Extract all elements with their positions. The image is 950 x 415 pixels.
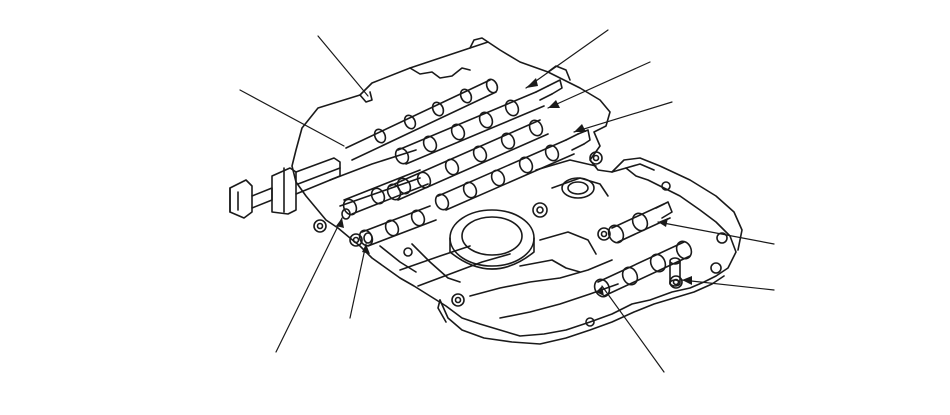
spool-valve-4 [342,169,429,216]
leader-line-6 [657,221,775,245]
callout-leaders [239,29,775,373]
leader-line-2 [239,89,345,147]
leader-line-10 [349,243,367,319]
leader-line-7 [681,279,775,291]
leader-line-8 [601,285,665,373]
spool-valve-2 [394,79,563,165]
retaining-pin [669,257,681,287]
spool-valve-7 [607,201,673,244]
spool-valve-3 [386,119,549,201]
spool-valve-5 [434,129,591,211]
spool-valve-8 [593,240,693,298]
leader-line-9 [275,217,343,353]
leader-line-3 [525,29,609,89]
spool-valve-6 [358,205,437,247]
spool-valve-1 [345,78,499,161]
leader-line-4 [547,61,651,109]
end-plugs [341,208,373,244]
leader-line-5 [573,101,673,133]
valve-body-housing [291,37,743,345]
manual-lever-linkage [229,157,341,219]
callout-arrowheads [336,78,692,296]
spool-valves [341,78,693,298]
leader-line-1 [317,35,369,97]
